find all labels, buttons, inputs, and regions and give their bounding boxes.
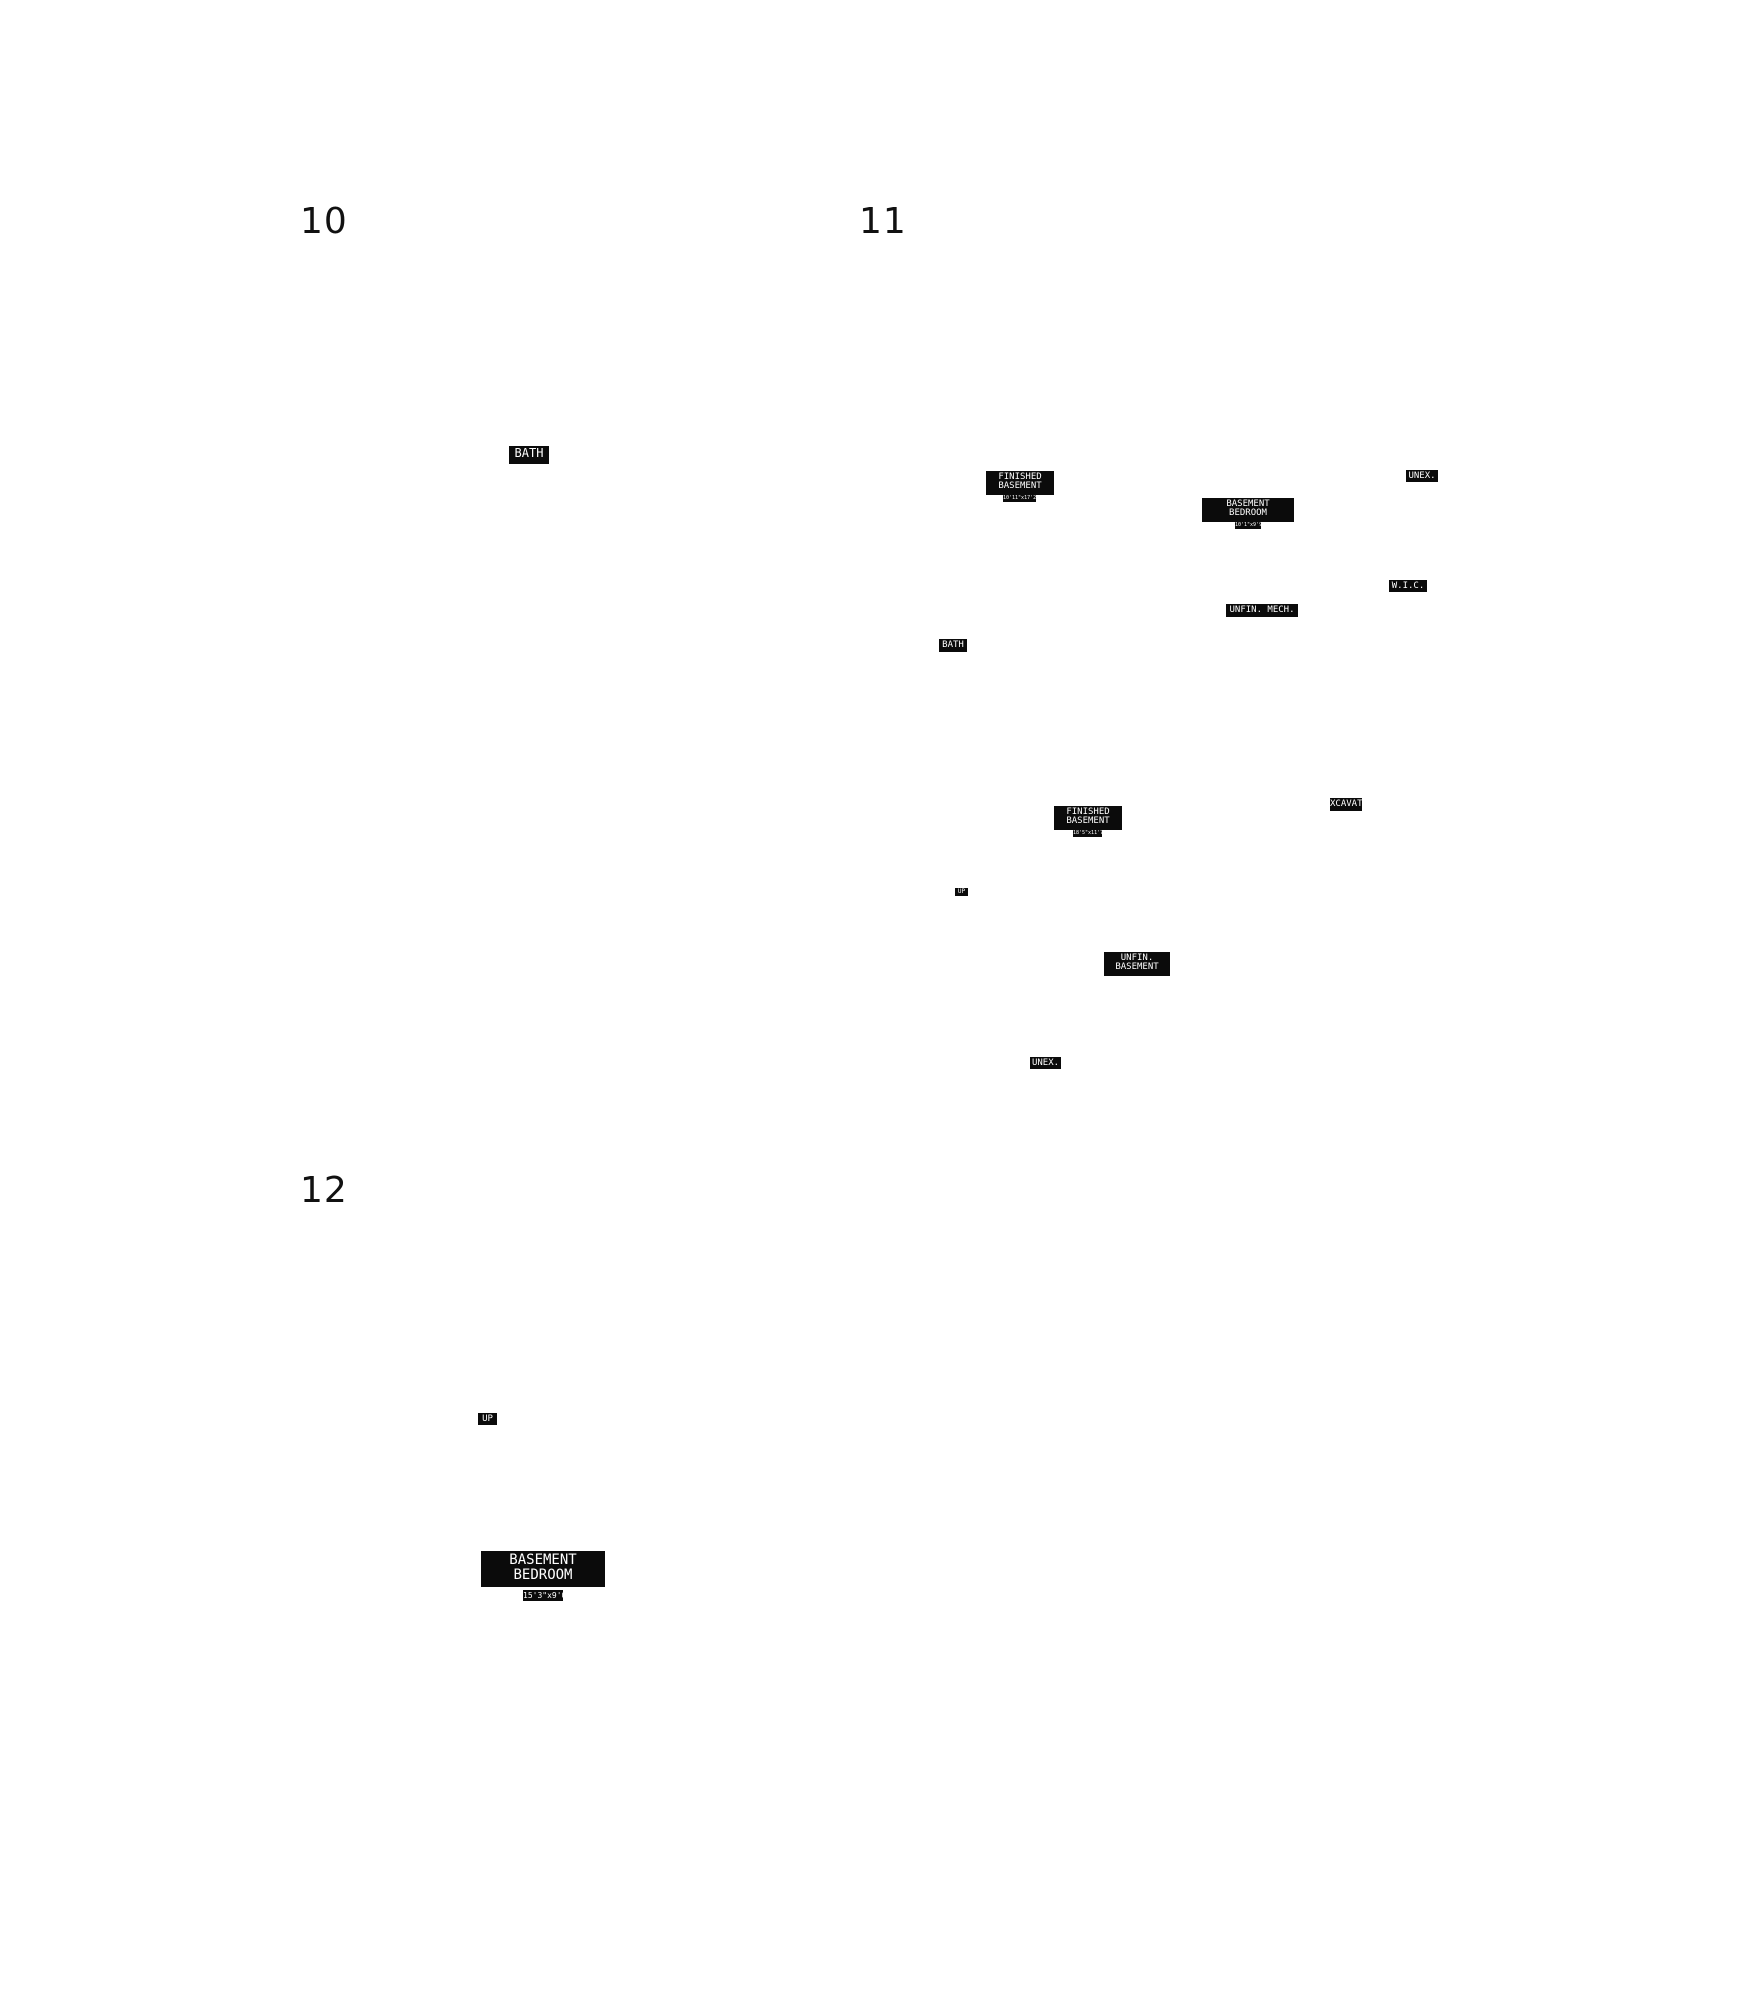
room-label-bath: BATH	[939, 639, 967, 652]
room-label-unfin-mech: UNFIN. MECH.	[1226, 604, 1298, 617]
room-label-line: BASEMENT	[1066, 816, 1110, 827]
panel-number-11: 11	[859, 201, 907, 242]
room-dimension: 15'3"x9'0"	[523, 1590, 563, 1601]
stair-label-up: UP	[955, 888, 968, 896]
room-label-line: BEDROOM	[1229, 508, 1267, 519]
stair-label-up: UP	[478, 1413, 497, 1425]
room-label-excavated: XCAVAT	[1330, 798, 1362, 811]
room-dimension: 18'5"x11'7"	[1073, 830, 1102, 837]
room-label-line: BASEMENT	[998, 481, 1042, 492]
panel-number-10: 10	[300, 201, 348, 242]
room-dimension: 10'1"x9'9"	[1235, 522, 1261, 529]
room-label-line: UNFIN.	[1120, 953, 1154, 963]
room-dimension: 10'11"x17'2"	[1003, 495, 1036, 502]
room-label-basement-bedroom: BASEMENT BEDROOM	[1202, 498, 1294, 522]
panel-number-12: 12	[300, 1170, 348, 1211]
room-label-line: BEDROOM	[513, 1566, 573, 1583]
room-label-bath: BATH	[509, 446, 549, 464]
room-label-unex: UNEX.	[1406, 470, 1438, 482]
room-label-line: FINISHED	[1066, 807, 1110, 817]
room-label-line: BASEMENT	[1226, 499, 1270, 509]
room-label-line: FINISHED	[998, 472, 1042, 482]
room-label-basement-bedroom: BASEMENT BEDROOM	[481, 1551, 605, 1587]
room-label-wic: W.I.C.	[1389, 580, 1427, 592]
room-label-finished-basement: FINISHED BASEMENT	[1054, 806, 1122, 830]
room-label-line: BASEMENT	[509, 1552, 577, 1568]
room-label-unfin-basement: UNFIN. BASEMENT	[1104, 952, 1170, 976]
room-label-unex: UNEX.	[1030, 1057, 1061, 1069]
room-label-finished-basement: FINISHED BASEMENT	[986, 471, 1054, 495]
room-label-line: BASEMENT	[1115, 962, 1159, 973]
